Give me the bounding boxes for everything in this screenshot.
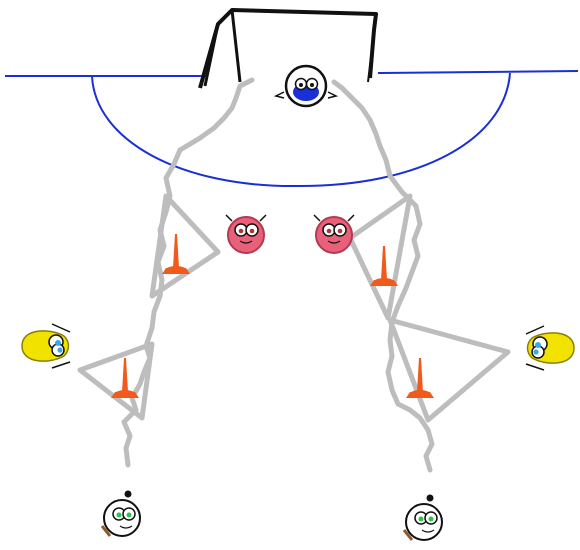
training-cones xyxy=(111,234,434,398)
goal-net-line-1 xyxy=(230,9,242,83)
ball-icon xyxy=(426,494,434,502)
goal-net-line-3 xyxy=(367,13,377,83)
defender-icon xyxy=(313,214,355,254)
goal xyxy=(198,8,378,89)
winger-icon xyxy=(21,323,71,369)
right-run-path xyxy=(331,79,435,473)
movement-paths xyxy=(77,77,511,473)
penalty-area-arc xyxy=(91,72,511,188)
goal-net-line-2 xyxy=(203,23,220,87)
attacker-icon xyxy=(100,490,141,537)
training-cone-icon xyxy=(370,246,398,286)
defender-icon xyxy=(225,214,267,254)
ball-icon xyxy=(124,490,132,498)
goal-line-right xyxy=(377,70,579,74)
left-lower-triangle xyxy=(77,341,155,421)
court-lines xyxy=(5,70,579,188)
training-cone-icon xyxy=(111,358,139,398)
winger-icon xyxy=(525,325,575,371)
goalkeeper-icon xyxy=(273,64,339,108)
training-cone-icon xyxy=(406,358,434,398)
right-upper-triangle xyxy=(347,193,413,321)
training-cone-icon xyxy=(162,234,190,274)
right-lower-triangle xyxy=(387,317,511,423)
attacker-icon xyxy=(402,494,443,541)
